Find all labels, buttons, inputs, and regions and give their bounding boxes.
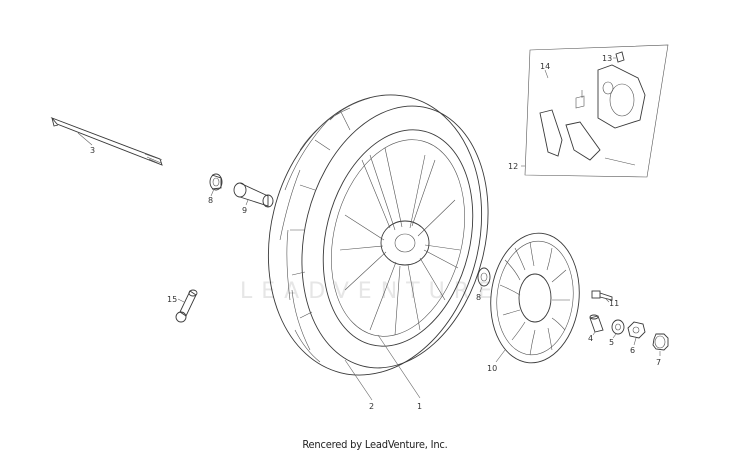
callout-6: 6: [630, 346, 635, 355]
callout-11: 11: [609, 299, 619, 308]
callout-3: 3: [90, 146, 95, 155]
axle-part[interactable]: [50, 116, 163, 166]
callout-1: 1: [417, 402, 422, 411]
caliper-part[interactable]: [597, 64, 646, 129]
callout-8-left: 8: [208, 196, 213, 205]
bleed-screw-part[interactable]: [615, 51, 625, 63]
brake-pads-part[interactable]: [539, 90, 636, 166]
callout-8-right: 8: [476, 293, 481, 302]
washer-part[interactable]: [611, 319, 625, 335]
bolt-part[interactable]: [591, 290, 613, 301]
cap-part[interactable]: [652, 333, 669, 351]
rendered-by-credit: Rencered by LeadVenture, Inc.: [302, 438, 448, 451]
spacer-part-left[interactable]: [209, 173, 223, 191]
spacer-part-right[interactable]: [477, 267, 491, 287]
caliper-assembly-box[interactable]: [524, 44, 669, 178]
callout-2: 2: [369, 402, 374, 411]
callout-9: 9: [242, 206, 247, 215]
watermark: LEADVENTURE: [240, 279, 501, 304]
valve-part[interactable]: [175, 289, 198, 323]
sleeve-part[interactable]: [589, 314, 604, 333]
rim-part[interactable]: [302, 114, 495, 362]
callout-7: 7: [656, 358, 661, 367]
tire-part[interactable]: [240, 72, 515, 398]
callout-10: 10: [487, 364, 497, 373]
bushing-part[interactable]: [233, 182, 274, 208]
brake-disc-part[interactable]: [484, 229, 585, 367]
callout-5: 5: [609, 338, 614, 347]
callout-4: 4: [588, 334, 593, 343]
callout-14: 14: [540, 62, 550, 71]
callout-12: 12: [508, 162, 518, 171]
nut-part[interactable]: [627, 321, 646, 339]
callout-15: 15: [167, 295, 177, 304]
callout-13: 13: [602, 54, 612, 63]
